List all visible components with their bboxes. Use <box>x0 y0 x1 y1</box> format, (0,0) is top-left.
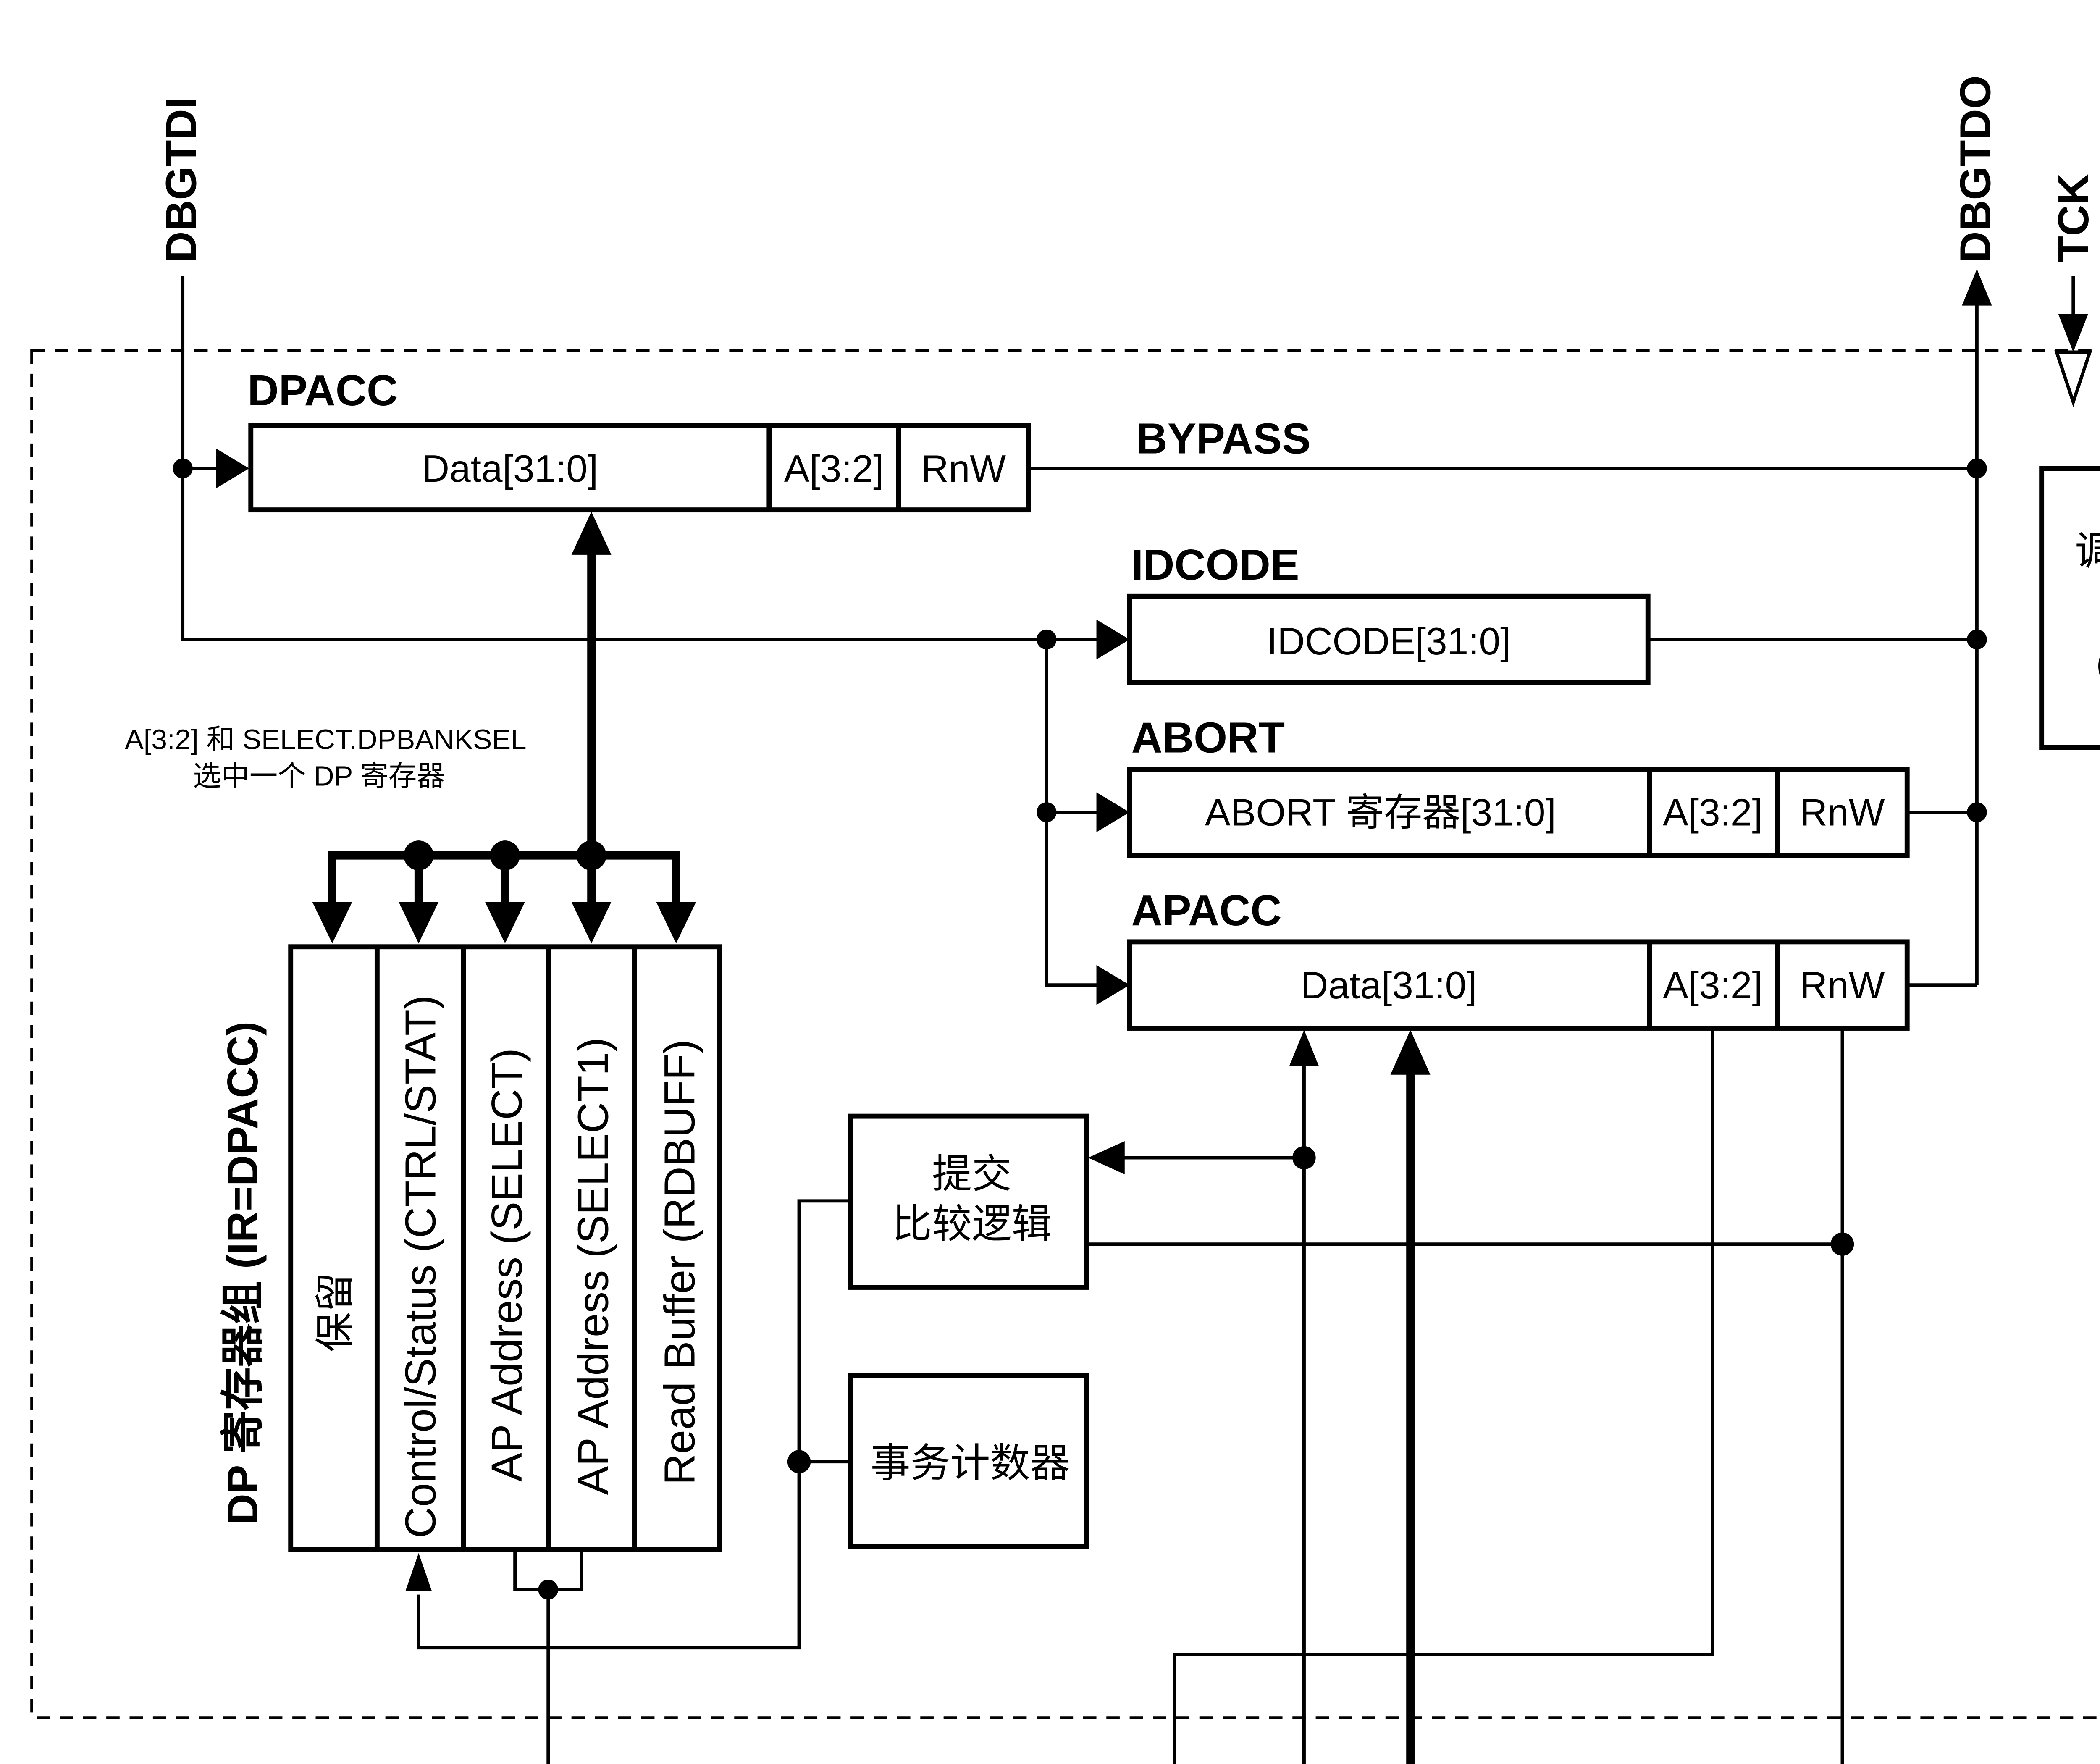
transaction-counter-label: 事务计数器 <box>871 1440 1070 1486</box>
apacc-data-field: Data[31:0] <box>1301 964 1477 1007</box>
abort-data-field: ABORT 寄存器[31:0] <box>1205 792 1556 834</box>
signal-tck-label: TCK <box>2049 174 2097 262</box>
arrow-head <box>1096 620 1130 660</box>
branch-wire <box>1045 639 1100 987</box>
signal-dbgtdi-label: DBGTDI <box>157 97 205 262</box>
arrow-head <box>216 448 249 488</box>
select-note-line2: 选中一个 DP 寄存器 <box>193 761 445 792</box>
abort-rnw-field: RnW <box>1800 792 1885 834</box>
apacc-addr-field: A[3:2] <box>1663 964 1763 1007</box>
abort-title: ABORT <box>1131 714 1285 762</box>
arrow-head <box>571 902 612 944</box>
dp-register-bank <box>288 944 722 1552</box>
arrow-head <box>1096 965 1130 1005</box>
dbgtdo-arrow-head <box>1962 269 1992 306</box>
arrow-head <box>399 902 439 944</box>
arrow-head <box>405 1553 432 1591</box>
idcode-data-field: IDCODE[31:0] <box>1267 620 1511 663</box>
select-note-line1: A[3:2] 和 SELECT.DPBANKSEL <box>125 724 526 756</box>
arrow-head <box>656 902 696 944</box>
signal-dbgtdo-label: DBGTDO <box>1951 75 2000 262</box>
apacc-register[interactable] <box>1127 939 1910 1031</box>
junction-dot <box>576 840 606 871</box>
commit-compare-block[interactable] <box>848 1113 1089 1290</box>
bus-arrow-head <box>1390 1029 1431 1075</box>
apacc-a32-wire <box>1173 1028 1714 1764</box>
junction-dot <box>1967 629 1987 650</box>
dbgtdi-wire <box>181 276 1047 641</box>
junction-dot <box>1967 458 1987 478</box>
arrow-head <box>1289 1029 1319 1066</box>
dp-reg-rdbuff[interactable]: Read Buffer (RDBUFF) <box>655 1040 704 1485</box>
dpacc-rnw-field: RnW <box>921 448 1006 490</box>
dpacc-register[interactable] <box>248 423 1031 513</box>
debug-port-boundary <box>30 349 2100 1719</box>
junction-dot <box>404 840 434 871</box>
bus-arrow-head <box>571 512 612 555</box>
dp-reg-select[interactable]: AP Address (SELECT) <box>483 1048 531 1481</box>
idcode-title: IDCODE <box>1131 541 1299 589</box>
dp-reg-select1[interactable]: AP Address (SELECT1) <box>569 1037 617 1495</box>
dpacc-data-field: Data[31:0] <box>422 448 598 490</box>
dp-reg-ctrl-stat[interactable]: Control/Status (CTRL/STAT) <box>396 995 444 1538</box>
tck-clock-icon <box>2054 350 2092 407</box>
dbgtapsm-label-line3: (DBGTAPSM) <box>2096 642 2100 685</box>
bypass-label: BYPASS <box>1136 415 1310 463</box>
apacc-rnw-field: RnW <box>1800 964 1885 1007</box>
arrow-head <box>485 902 525 944</box>
transaction-counter-block[interactable] <box>848 1373 1089 1549</box>
tck-arrow-head <box>2058 314 2088 352</box>
abort-addr-field: A[3:2] <box>1663 792 1763 834</box>
dpacc-title: DPACC <box>247 366 398 415</box>
arrow-head <box>312 902 352 944</box>
arrow-head <box>1096 792 1130 832</box>
dp-register-bank-title: DP 寄存器组 (IR=DPACC) <box>218 1021 267 1525</box>
dp-reg-reserved[interactable]: 保留 <box>312 1272 359 1352</box>
apacc-title: APACC <box>1131 886 1282 934</box>
junction-dot <box>1967 802 1987 822</box>
ctrlstat-feedback-wire <box>417 1199 851 1650</box>
commit-compare-line2: 比较逻辑 <box>892 1201 1052 1247</box>
junction-dot <box>490 840 520 871</box>
commit-compare-line1: 提交 <box>932 1151 1012 1197</box>
dbgtapsm-block[interactable] <box>2039 466 2100 750</box>
dbgtapsm-label-line1: 调试测试访问口 <box>2075 528 2100 575</box>
arrow-head <box>1088 1141 1125 1175</box>
dpacc-addr-field: A[3:2] <box>784 448 884 490</box>
